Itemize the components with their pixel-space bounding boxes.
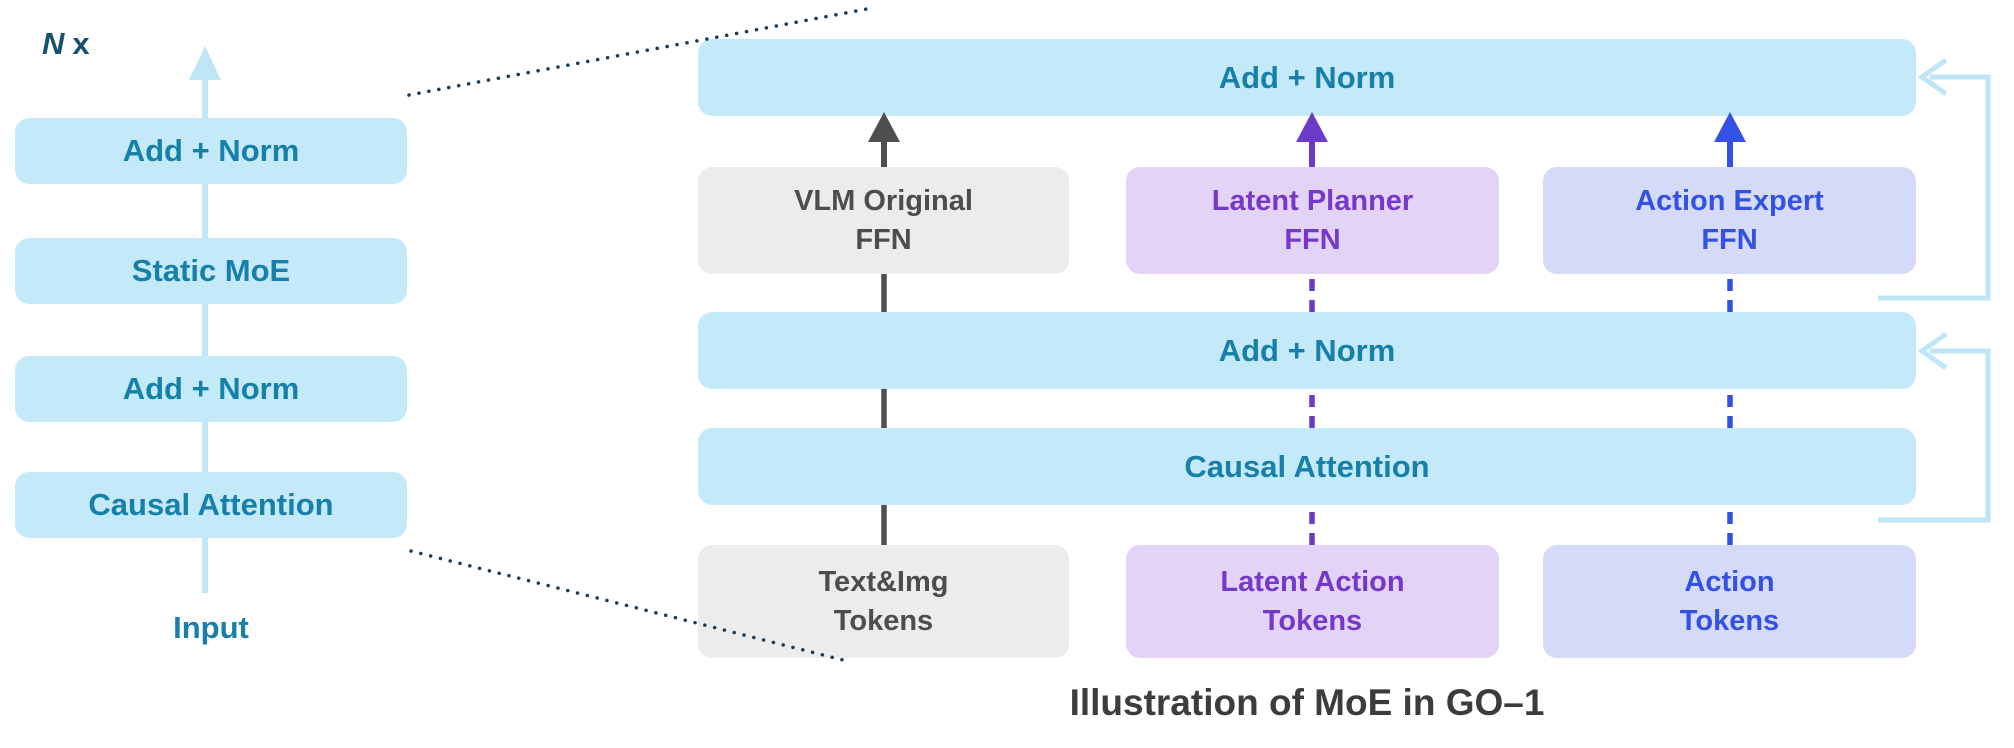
left-block-label: Add + Norm: [122, 371, 300, 406]
token-label-line1: Text&Img: [818, 566, 949, 599]
token-label-line1: Latent Action: [1220, 566, 1405, 599]
latent-planner-ffn-block: Latent Planner FFN: [1126, 167, 1499, 274]
action-expert-ffn-block: Action Expert FFN: [1543, 167, 1916, 274]
input-label: Input: [173, 610, 249, 645]
repeat-x: x: [72, 26, 90, 61]
expert-label-line1: Latent Planner: [1211, 185, 1414, 218]
token-label-line2: Tokens: [1262, 604, 1363, 637]
action-tokens-block: Action Tokens: [1543, 545, 1916, 658]
expert-label-line1: VLM Original: [794, 185, 973, 218]
causal-attention-block: Causal Attention: [698, 428, 1916, 505]
text-img-tokens-block: Text&Img Tokens: [698, 545, 1069, 658]
left-block-add-norm-bottom: Add + Norm: [15, 356, 407, 422]
diagram-caption: Illustration of MoE in GO–1: [1069, 682, 1545, 723]
causal-attention-label: Causal Attention: [1184, 448, 1430, 484]
token-label-line1: Action: [1684, 566, 1775, 599]
left-block-add-norm-top: Add + Norm: [15, 118, 407, 184]
top-add-norm-block: Add + Norm: [698, 39, 1916, 116]
left-block-static-moe: Static MoE: [15, 238, 407, 304]
token-label-line2: Tokens: [833, 604, 934, 637]
latent-action-tokens-block: Latent Action Tokens: [1126, 545, 1499, 658]
vlm-original-ffn-block: VLM Original FFN: [698, 167, 1069, 274]
top-add-norm-label: Add + Norm: [1218, 59, 1396, 95]
repeat-n: N: [42, 26, 65, 61]
left-block-label: Add + Norm: [122, 133, 300, 168]
mid-add-norm-label: Add + Norm: [1218, 332, 1396, 368]
expert-label-line2: FFN: [1701, 223, 1758, 256]
token-label-line2: Tokens: [1679, 604, 1780, 637]
expert-label-line2: FFN: [855, 223, 912, 256]
mid-add-norm-block: Add + Norm: [698, 312, 1916, 389]
left-block-label: Causal Attention: [88, 487, 334, 522]
left-block-label: Static MoE: [131, 253, 291, 288]
expert-label-line2: FFN: [1284, 223, 1341, 256]
expert-label-line1: Action Expert: [1635, 185, 1824, 218]
left-block-causal-attention: Causal Attention: [15, 472, 407, 538]
